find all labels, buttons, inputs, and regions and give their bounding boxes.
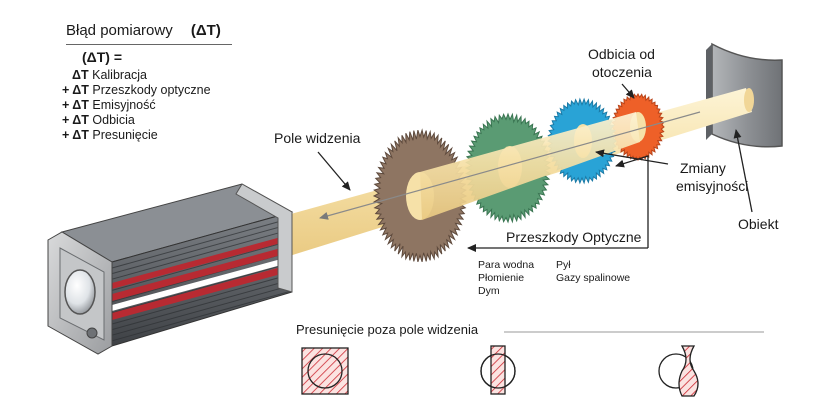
error-item: + ΔT Presunięcie — [62, 128, 158, 142]
misalignment-icon-partial — [480, 345, 516, 395]
sensor-fin-line — [111, 279, 293, 331]
sensor-fin-line — [111, 290, 293, 342]
misalignment-title: Presunięcie poza pole widzenia — [296, 322, 479, 337]
error-item: + ΔT Emisyjność — [62, 98, 156, 112]
emissivity-label-line1: Zmiany — [680, 160, 726, 176]
beam-foreground — [420, 112, 640, 220]
error-item-prefix: + ΔT — [62, 113, 89, 127]
ir-sensor — [47, 183, 294, 355]
sensor-fin-line — [111, 239, 293, 291]
error-item-prefix: + ΔT — [62, 98, 89, 112]
misalignment-icon-offset — [658, 345, 699, 397]
error-item-prefix: ΔT — [72, 68, 89, 82]
error-box-rule — [66, 44, 232, 45]
reflections-label-line2: otoczenia — [592, 64, 652, 80]
error-item-prefix: + ΔT — [62, 83, 89, 97]
error-item-text: Emisyjność — [92, 98, 156, 112]
obstacle-item: Gazy spalinowe — [556, 272, 631, 284]
field-of-view-label: Pole widzenia — [274, 130, 361, 146]
error-item-text: Przeszkody optyczne — [92, 83, 211, 97]
sensor-fin-line — [111, 228, 293, 280]
error-item-prefix: + ΔT — [62, 128, 89, 142]
error-title-symbol: (ΔT) — [190, 22, 221, 39]
obstacle-item: Dym — [478, 285, 500, 297]
beam-direction-arrow — [319, 111, 701, 220]
obstacle-item: Pył — [556, 259, 571, 271]
error-equation: (ΔT) = — [82, 49, 123, 65]
object-label: Obiekt — [738, 216, 779, 232]
error-item: + ΔT Odbicia — [62, 113, 135, 127]
obstacle-item: Płomienie — [478, 272, 525, 284]
error-item-text: Odbicia — [92, 113, 135, 127]
sensor-fin-line — [111, 223, 293, 275]
reflection-callout-arrow — [621, 83, 635, 99]
error-box-title: Błąd pomiarowy (ΔT) — [66, 22, 221, 39]
object-callout-arrow — [733, 129, 753, 213]
error-item: + ΔT Przeszkody optyczne — [62, 83, 211, 97]
reflections-label-line1: Odbicia od — [588, 46, 655, 62]
obstacle-item: Para wodna — [478, 259, 535, 271]
error-item-text: Presunięcie — [92, 128, 158, 142]
obstacle-callout-path — [615, 155, 649, 248]
optical-obstacles-label: Przeszkody Optyczne — [506, 229, 642, 245]
emissivity-label-line2: emisyjności — [676, 178, 749, 194]
obstacles-list-1: Para wodna Płomienie Dym — [478, 259, 534, 298]
fov-callout-arrow — [317, 151, 351, 191]
error-item: ΔT Kalibracja — [72, 68, 147, 82]
obstacles-list-2: Pył Gazy spalinowe — [556, 259, 630, 285]
sensor-fin-line — [111, 217, 293, 269]
sensor-fin-line — [111, 262, 293, 314]
emissivity-callout-arrow — [595, 149, 669, 165]
misalignment-icon-none — [301, 347, 349, 395]
error-title-text: Błąd pomiarowy — [66, 22, 173, 39]
sensor-fin-line — [111, 284, 293, 336]
error-item-text: Kalibracja — [92, 68, 147, 82]
sensor-fin-line — [111, 273, 293, 325]
